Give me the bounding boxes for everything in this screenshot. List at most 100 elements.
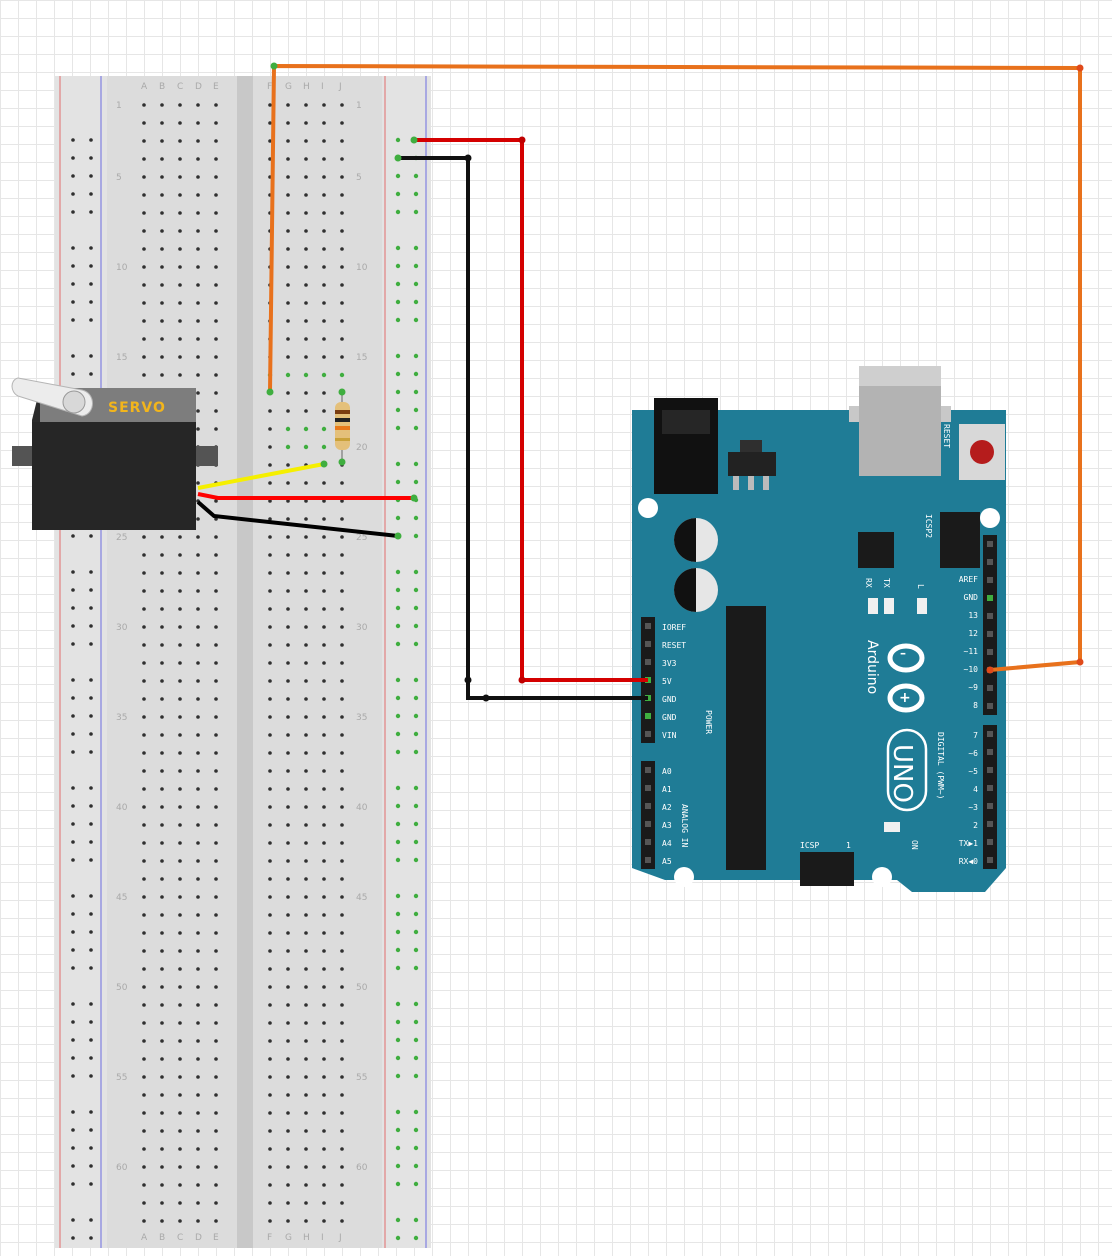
breadboard-hole [304,1021,308,1025]
analog-pin-label: A1 [662,785,672,794]
header-pin[interactable] [987,857,993,863]
rail-hole [89,588,93,592]
header-pin[interactable] [645,857,651,863]
header-pin[interactable] [987,685,993,691]
breadboard-hole [286,499,290,503]
breadboard-hole [339,372,345,378]
header-pin[interactable] [987,821,993,827]
breadboard-hole [322,985,326,989]
breadboard-hole [160,337,164,341]
connected-pin[interactable] [645,713,651,719]
header-pin[interactable] [987,785,993,791]
digital-pin-label: RX◀0 [959,857,978,866]
rail-hole [413,839,419,845]
wire-endpoint [270,62,278,70]
breadboard-hole [178,967,182,971]
rail-hole [413,479,419,485]
servo-motor: SERVO [11,377,218,530]
wire-endpoint [394,532,402,540]
breadboard-hole [286,715,290,719]
header-pin[interactable] [987,541,993,547]
breadboard-hole [196,373,200,377]
digital-pin-label: ~10 [964,665,979,674]
breadboard-hole [286,895,290,899]
breadboard-hole [268,553,272,557]
breadboard-hole [340,211,344,215]
breadboard-hole [196,805,200,809]
breadboard-hole [304,337,308,341]
reset-button-cap[interactable] [970,440,994,464]
header-pin[interactable] [645,731,651,737]
breadboard-hole [268,967,272,971]
rail-hole [71,1020,75,1024]
breadboard-hole [214,1057,218,1061]
breadboard-hole [322,1219,326,1223]
breadboard-hole [340,103,344,107]
power-pin-label: VIN [662,731,677,740]
header-pin[interactable] [645,785,651,791]
rail-hole [395,191,401,197]
breadboard-hole [196,1129,200,1133]
breadboard-hole [268,823,272,827]
header-pin[interactable] [987,749,993,755]
breadboard-hole [340,319,344,323]
ground-wire[interactable] [398,156,648,700]
header-pin[interactable] [987,839,993,845]
breadboard-hole [160,175,164,179]
header-pin[interactable] [987,613,993,619]
breadboard-hole [178,157,182,161]
breadboard-hole [178,1165,182,1169]
servo-ground-lead[interactable] [196,500,399,538]
breadboard-hole [160,751,164,755]
header-pin[interactable] [645,803,651,809]
breadboard-hole [340,985,344,989]
header-pin[interactable] [987,767,993,773]
header-pin[interactable] [987,577,993,583]
rail-hole [71,1038,75,1042]
breadboard-hole [160,823,164,827]
header-pin[interactable] [645,641,651,647]
breadboard-hole [286,1021,290,1025]
servo-power-lead[interactable] [197,492,414,500]
breadboard-hole [322,1165,326,1169]
breadboard-hole [142,787,146,791]
rail-hole [395,713,401,719]
breadboard-hole [214,571,218,575]
breadboard-hole [214,247,218,251]
breadboard-hole [304,265,308,269]
icsp-pin1-label: 1 [846,841,851,850]
analog-pin-label: A3 [662,821,672,830]
breadboard-hole [142,1219,146,1223]
header-pin[interactable] [645,659,651,665]
breadboard-hole [268,679,272,683]
breadboard-hole [340,1219,344,1223]
breadboard-hole [304,571,308,575]
breadboard-hole [322,247,326,251]
header-pin[interactable] [987,731,993,737]
header-pin[interactable] [987,703,993,709]
wire-endpoint [518,136,526,144]
breadboard-hole [214,157,218,161]
header-pin[interactable] [987,649,993,655]
breadboard-hole [268,535,272,539]
header-pin[interactable] [987,559,993,565]
breadboard-hole [178,319,182,323]
header-pin[interactable] [645,839,651,845]
rail-hole [71,1056,75,1060]
breadboard-hole [142,805,146,809]
wire-endpoint [1076,658,1084,666]
breadboard-hole [160,1039,164,1043]
header-pin[interactable] [987,803,993,809]
header-pin[interactable] [645,623,651,629]
rail-hole [71,300,75,304]
power-wire[interactable] [414,138,648,682]
breadboard-hole [322,139,326,143]
rail-hole [413,461,419,467]
connected-pin[interactable] [987,595,993,601]
breadboard-hole [160,643,164,647]
servo-signal-lead[interactable] [197,462,325,490]
header-pin[interactable] [645,821,651,827]
header-pin[interactable] [987,631,993,637]
header-pin[interactable] [645,767,651,773]
breadboard-hole [214,661,218,665]
